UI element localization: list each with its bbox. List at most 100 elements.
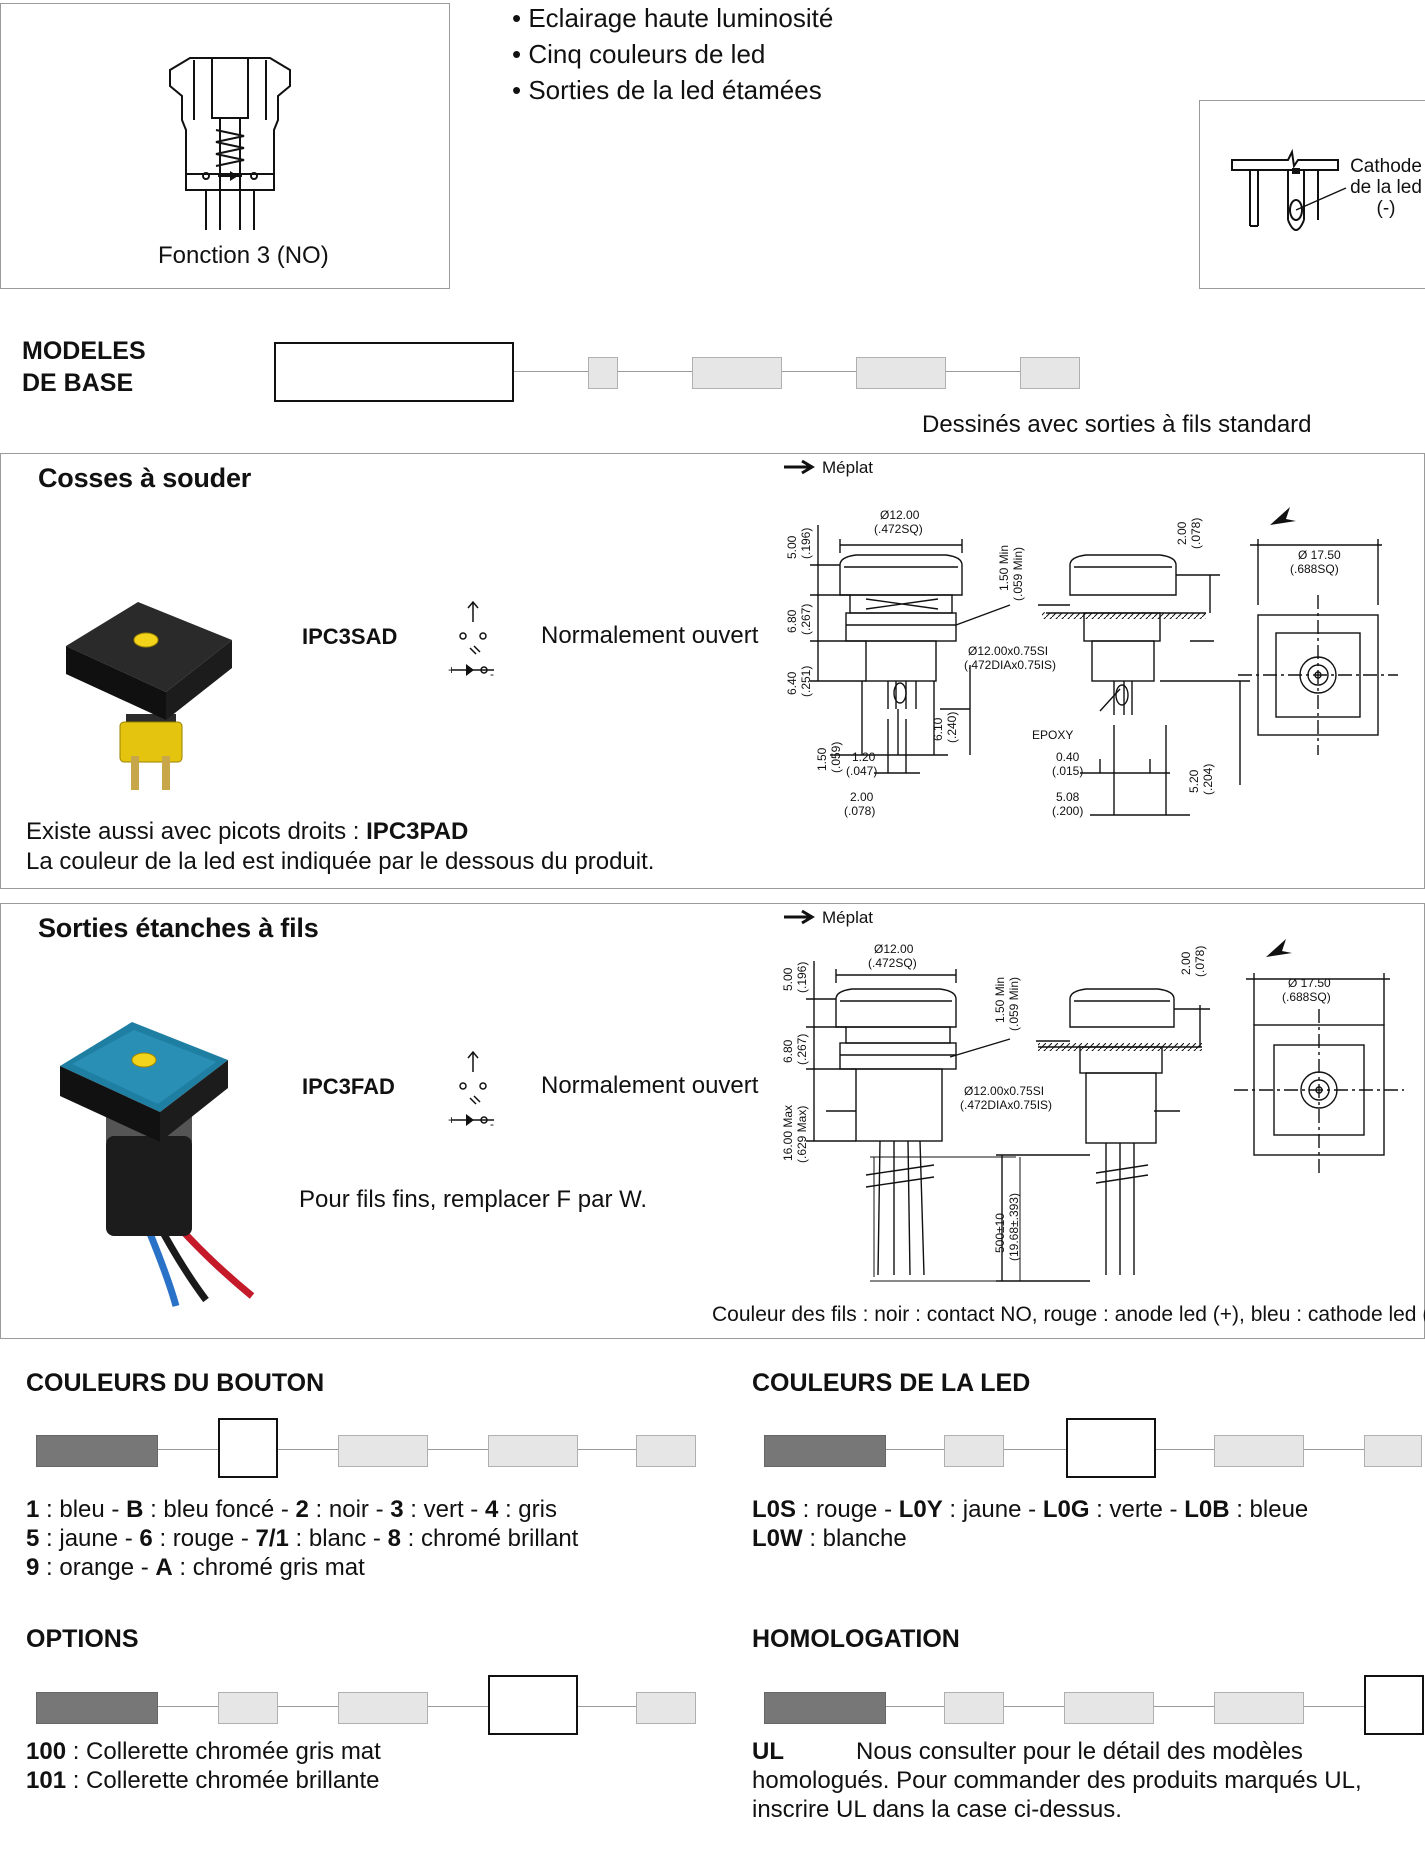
wire-description: Normalement ouvert xyxy=(541,1072,759,1099)
base-model-code-row xyxy=(274,342,1084,402)
svg-text:2.00: 2.00 xyxy=(1179,951,1193,975)
cathode-diagram-box xyxy=(1199,100,1425,289)
svg-text:6.80: 6.80 xyxy=(781,1039,795,1063)
svg-text:+: + xyxy=(448,1113,455,1127)
svg-text:(.688SQ): (.688SQ) xyxy=(1282,990,1331,1004)
solder-technical-drawing: Méplat Ø12.00 (.472SQ) 5.00 (.196) 6.80 … xyxy=(784,458,1398,818)
solder-led-note: La couleur de la led est indiquée par le… xyxy=(26,848,655,875)
homologation-code-row xyxy=(764,1675,1424,1735)
ipc3sad-product-photo xyxy=(66,602,232,790)
solder-title: Cosses à souder xyxy=(38,463,252,493)
base-model-cell-1[interactable] xyxy=(588,357,618,389)
svg-text:(.267): (.267) xyxy=(795,1034,809,1065)
base-models-note: Dessinés avec sorties à fils standard xyxy=(922,411,1312,438)
svg-text:(.059 Min): (.059 Min) xyxy=(1011,547,1025,601)
code-cell-led xyxy=(338,1692,428,1724)
base-model-cell-4[interactable] xyxy=(1020,357,1080,389)
svg-text:(.472DIAx0.75IS): (.472DIAx0.75IS) xyxy=(960,1098,1052,1112)
bullet-2: • Cinq couleurs de led xyxy=(512,39,766,69)
svg-text:(.196): (.196) xyxy=(795,962,809,993)
code-cell-button xyxy=(944,1435,1004,1467)
svg-text:(.047): (.047) xyxy=(846,764,877,778)
svg-text:1.20: 1.20 xyxy=(852,750,876,764)
solder-description: Normalement ouvert xyxy=(541,622,759,649)
bullet-3: • Sorties de la led étamées xyxy=(512,75,822,105)
button-colors-list: 1 : bleu - B : bleu foncé - 2 : noir - 3… xyxy=(26,1495,578,1582)
svg-text:(.251): (.251) xyxy=(799,666,813,697)
button-colors-line-2: 5 : jaune - 6 : rouge - 7/1 : blanc - 8 … xyxy=(26,1525,579,1552)
button-colors-line-1: 1 : bleu - B : bleu foncé - 2 : noir - 3… xyxy=(26,1496,557,1523)
svg-text:(.267): (.267) xyxy=(799,604,813,635)
svg-text:(.078): (.078) xyxy=(1193,946,1207,977)
option-line-1: 100 : Collerette chromée gris mat xyxy=(26,1738,381,1765)
no-contact-led-symbol: +- xyxy=(448,1050,494,1131)
svg-text:6.40: 6.40 xyxy=(785,671,799,695)
button-color-entry-box[interactable] xyxy=(218,1418,278,1478)
feature-bullets: • Eclairage haute luminosité • Cinq coul… xyxy=(512,0,833,108)
base-model-cell-2[interactable] xyxy=(692,357,782,389)
led-colors-list: L0S : rouge - L0Y : jaune - L0G : verte … xyxy=(752,1495,1308,1553)
code-cell-option xyxy=(1214,1435,1304,1467)
led-colors-title: COULEURS DE LA LED xyxy=(752,1369,1031,1397)
svg-text:5.00: 5.00 xyxy=(781,967,795,991)
svg-text:(.015): (.015) xyxy=(1052,764,1083,778)
homologation-line-2: homologués. Pour commander des produits … xyxy=(752,1767,1362,1794)
homologation-title: HOMOLOGATION xyxy=(752,1625,960,1653)
options-code-row xyxy=(36,1675,701,1735)
code-cell-model xyxy=(36,1435,158,1467)
function-diagram-box xyxy=(0,3,450,289)
options-title: OPTIONS xyxy=(26,1625,139,1653)
option-line-2: 101 : Collerette chromée brillante xyxy=(26,1767,380,1794)
svg-text:-: - xyxy=(490,1117,494,1131)
led-colors-line-2: L0W : blanche xyxy=(752,1525,907,1552)
svg-text:Ø 17.50: Ø 17.50 xyxy=(1298,548,1341,562)
code-cell-option xyxy=(488,1435,578,1467)
code-cell-option xyxy=(1214,1692,1304,1724)
base-models-title-2: DE BASE xyxy=(22,369,134,397)
led-colors-code-row xyxy=(764,1418,1424,1478)
svg-text:+: + xyxy=(448,663,455,677)
svg-text:500±10: 500±10 xyxy=(993,1213,1007,1253)
svg-text:2.00: 2.00 xyxy=(850,790,874,804)
led-color-entry-box[interactable] xyxy=(1066,1418,1156,1478)
svg-text:Méplat: Méplat xyxy=(822,458,873,477)
svg-text:6.10: 6.10 xyxy=(931,717,945,741)
code-cell-button xyxy=(944,1692,1004,1724)
svg-text:(.472SQ): (.472SQ) xyxy=(874,522,923,536)
svg-text:(.200): (.200) xyxy=(1052,804,1083,818)
options-list: 100 : Collerette chromée gris mat 101 : … xyxy=(26,1737,381,1795)
solder-model-code: IPC3SAD xyxy=(302,624,398,649)
svg-text:0.40: 0.40 xyxy=(1056,750,1080,764)
wire-technical-drawing: Méplat Ø12.00 (.472SQ) 5.00 (.196) 6.80 … xyxy=(781,908,1404,1282)
wire-title: Sorties étanches à fils xyxy=(38,913,319,943)
base-model-entry-box[interactable] xyxy=(274,342,514,402)
led-cathode-schematic xyxy=(1231,148,1347,231)
wire-model-code: IPC3FAD xyxy=(302,1074,395,1099)
code-cell-model xyxy=(764,1692,886,1724)
button-colors-code-row xyxy=(36,1418,701,1478)
led-colors-line-1: L0S : rouge - L0Y : jaune - L0G : verte … xyxy=(752,1496,1309,1523)
cathode-label: Cathode de la led (-) xyxy=(1350,156,1422,219)
solder-also-available: Existe aussi avec picots droits : IPC3PA… xyxy=(26,818,469,845)
base-model-cell-3[interactable] xyxy=(856,357,946,389)
svg-text:(.078): (.078) xyxy=(844,804,875,818)
function-caption: Fonction 3 (NO) xyxy=(158,242,329,269)
homologation-entry-box[interactable] xyxy=(1364,1675,1424,1735)
option-entry-box[interactable] xyxy=(488,1675,578,1735)
svg-text:(.059): (.059) xyxy=(829,742,843,773)
base-models-title-1: MODELES xyxy=(22,337,146,365)
svg-text:(.204): (.204) xyxy=(1201,764,1215,795)
svg-text:6.80: 6.80 xyxy=(785,609,799,633)
code-cell-led xyxy=(338,1435,428,1467)
svg-text:(.196): (.196) xyxy=(799,528,813,559)
code-cell-homologation xyxy=(636,1435,696,1467)
homologation-line-3: inscrire UL dans la case ci-dessus. xyxy=(752,1796,1122,1823)
svg-text:-: - xyxy=(490,667,494,681)
svg-text:Ø12.00x0.75SI: Ø12.00x0.75SI xyxy=(964,1084,1044,1098)
svg-text:(.688SQ): (.688SQ) xyxy=(1290,562,1339,576)
button-colors-title: COULEURS DU BOUTON xyxy=(26,1369,325,1397)
ipc3fad-product-photo xyxy=(60,1022,255,1307)
svg-text:(.078): (.078) xyxy=(1189,518,1203,549)
svg-text:Ø12.00: Ø12.00 xyxy=(874,942,914,956)
code-cell-button xyxy=(218,1692,278,1724)
